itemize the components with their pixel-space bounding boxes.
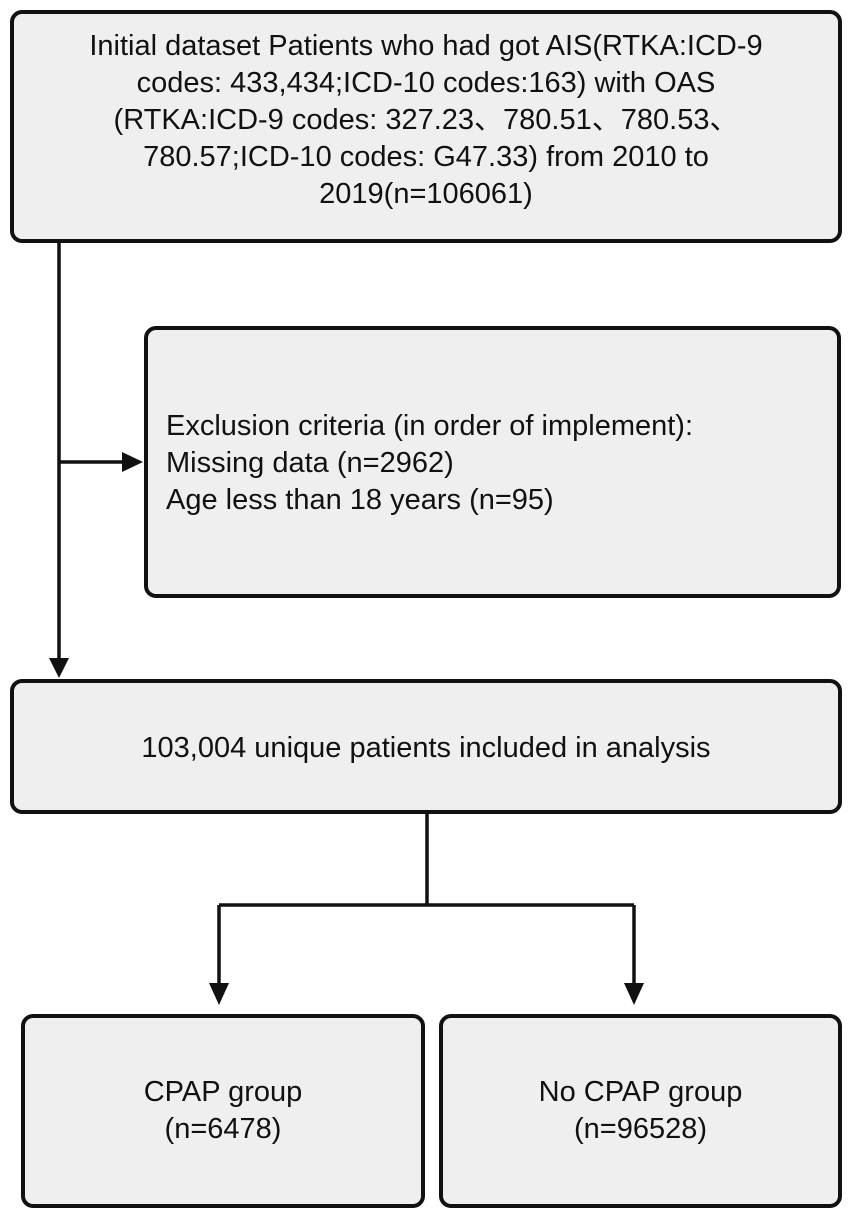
exclusion-criteria-box: Exclusion criteria (in order of implemen… xyxy=(144,326,841,598)
cpap-group-box: CPAP group (n=6478) xyxy=(21,1014,425,1208)
no-cpap-group-count: (n=96528) xyxy=(573,1113,708,1145)
cpap-group-label: CPAP group xyxy=(143,1076,303,1108)
cpap-group-text: CPAP group (n=6478) xyxy=(25,1074,421,1148)
exclusion-criteria-text: Exclusion criteria (in order of implemen… xyxy=(166,408,693,519)
no-cpap-group-label: No CPAP group xyxy=(538,1076,743,1108)
no-cpap-group-box: No CPAP group (n=96528) xyxy=(439,1014,842,1208)
initial-line-4: 780.57;ICD-10 codes: G47.33) from 2010 t… xyxy=(143,141,709,173)
no-cpap-group-text: No CPAP group (n=96528) xyxy=(443,1074,838,1148)
initial-dataset-box: Initial dataset Patients who had got AIS… xyxy=(10,10,842,243)
initial-line-5: 2019(n=106061) xyxy=(319,178,533,210)
initial-dataset-text: Initial dataset Patients who had got AIS… xyxy=(14,28,838,213)
initial-line-3: (RTKA:ICD-9 codes: 327.23、780.51、780.53、 xyxy=(113,104,739,136)
included-patients-box: 103,004 unique patients included in anal… xyxy=(10,679,842,814)
initial-line-1: Initial dataset Patients who had got AIS… xyxy=(89,30,763,62)
cpap-group-count: (n=6478) xyxy=(164,1113,282,1145)
exclusion-missing-data: Missing data (n=2962) xyxy=(166,447,454,479)
included-patients-text: 103,004 unique patients included in anal… xyxy=(141,732,711,764)
exclusion-heading: Exclusion criteria (in order of implemen… xyxy=(166,410,694,442)
initial-line-2: codes: 433,434;ICD-10 codes:163) with OA… xyxy=(136,67,716,99)
no-cpap-arrowhead xyxy=(624,983,644,1005)
exclusion-arrowhead xyxy=(122,452,143,472)
included-arrowhead xyxy=(49,658,69,678)
exclusion-age: Age less than 18 years (n=95) xyxy=(166,484,554,516)
cpap-arrowhead xyxy=(209,983,229,1005)
